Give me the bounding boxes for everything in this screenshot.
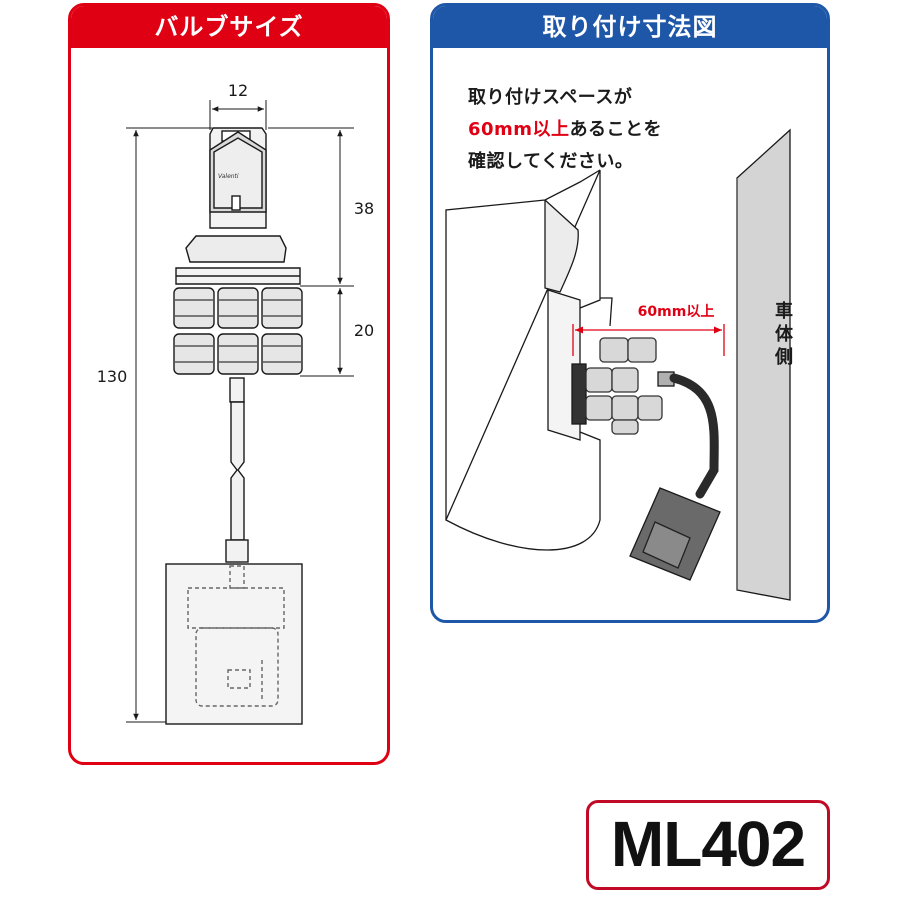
installation-drawing (445, 128, 791, 601)
bulb-brand-mark: Valenti (218, 173, 239, 180)
note-line-2: 60mm以上あることを (468, 114, 728, 146)
space-requirement-label: 60mm以上 (638, 304, 715, 320)
note-line-2-rest: あることを (569, 119, 663, 140)
dimension-upper-height-label: 38 (354, 199, 374, 218)
dimension-socket-height-label: 20 (354, 321, 374, 340)
body-side-char: 車 (775, 301, 793, 322)
bulb-size-title: バルブサイズ (71, 6, 387, 48)
dimension-total-length-label: 130 (97, 367, 128, 386)
bulb-drawing (165, 127, 303, 725)
note-highlight: 60mm以上 (468, 119, 570, 140)
bulb-dimension-lines (126, 100, 354, 723)
dimension-width-label: 12 (228, 81, 248, 100)
note-line-1: 取り付けスペースが (468, 87, 633, 108)
body-side-char: 側 (775, 347, 793, 368)
space-requirement-line (572, 324, 725, 356)
installation-diagram-title: 取り付け寸法図 (433, 6, 827, 48)
body-side-label: 車 体 側 (764, 300, 804, 369)
body-side-char: 体 (775, 324, 793, 345)
installation-note: 取り付けスペースが 60mm以上あることを 確認してください。 (468, 82, 728, 178)
model-number-badge: ML402 (586, 800, 830, 890)
note-line-3: 確認してください。 (468, 151, 634, 172)
